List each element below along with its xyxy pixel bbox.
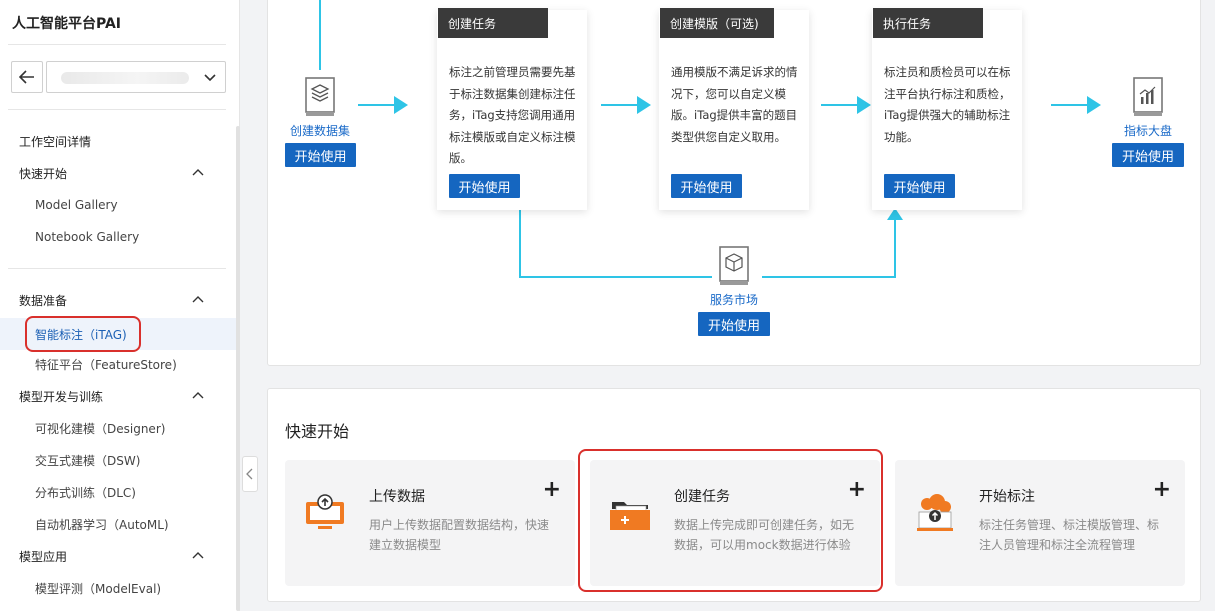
sidebar-item-label: Notebook Gallery — [35, 230, 140, 244]
node-label-dashboard[interactable]: 指标大盘 — [1124, 124, 1173, 138]
sidebar-item-modeleval[interactable]: 模型评测（ModelEval) — [0, 573, 238, 603]
flow-connector — [601, 104, 639, 106]
sidebar-item-label: 特征平台（FeatureStore) — [35, 357, 177, 372]
package-icon — [719, 246, 749, 285]
step-title: 创建任务 — [438, 8, 548, 38]
app-title: 人工智能平台PAI — [12, 16, 122, 32]
highlight-annotation — [578, 449, 883, 592]
divider — [8, 109, 226, 110]
sidebar-group-quick-start[interactable]: 快速开始 — [0, 158, 238, 188]
sidebar-item-dsw[interactable]: 交互式建模（DSW) — [0, 445, 238, 475]
plus-icon[interactable]: + — [1152, 477, 1171, 502]
sidebar-item-featurestore[interactable]: 特征平台（FeatureStore) — [0, 349, 238, 379]
arrow-right-icon — [394, 96, 408, 114]
sidebar-item-label: Model Gallery — [35, 198, 118, 212]
highlight-annotation — [25, 316, 141, 352]
sidebar-item-label: 模型评测（ModelEval) — [35, 581, 162, 596]
plus-icon[interactable]: + — [847, 477, 866, 502]
cloud-upload-icon — [917, 494, 953, 531]
quick-start-item-desc: 数据上传完成即可创建任务，如无数据，可以用mock数据进行体验 — [674, 518, 855, 552]
flow-connector — [519, 200, 521, 277]
sidebar-item-label: 交互式建模（DSW) — [35, 453, 141, 468]
flow-connector — [821, 104, 859, 106]
divider — [8, 44, 226, 45]
arrow-up-icon — [887, 208, 903, 220]
step-description: 通用模版不满足诉求的情况下，您可以自定义模版。iTag提供丰富的题目类型供您自定… — [671, 65, 798, 144]
sidebar-group-data-prep[interactable]: 数据准备 — [0, 285, 238, 315]
start-button-create-task[interactable]: 开始使用 — [449, 174, 520, 198]
sidebar-item-automl[interactable]: 自动机器学习（AutoML) — [0, 509, 238, 539]
step-title: 创建模版（可选) — [660, 8, 774, 38]
workspace-select[interactable] — [46, 61, 226, 93]
start-button-dataset[interactable]: 开始使用 — [285, 143, 356, 167]
quick-start-item-title: 上传数据 — [369, 489, 425, 505]
arrow-right-icon — [637, 96, 651, 114]
flow-connector — [319, 0, 321, 70]
node-label-dataset[interactable]: 创建数据集 — [290, 124, 351, 138]
flow-connector — [519, 276, 712, 278]
sidebar-item-label: 可视化建模（Designer) — [35, 421, 166, 436]
flow-connector — [1051, 104, 1089, 106]
sidebar-item-model-gallery[interactable]: Model Gallery — [0, 190, 238, 220]
sidebar-item-label: 工作空间详情 — [19, 134, 92, 149]
quick-start-card: 快速开始 上传数据 用户上传数据配置数据结构，快速建立数据模型 + 创建任务 数… — [267, 388, 1201, 602]
quick-start-item-title: 创建任务 — [674, 489, 730, 505]
plus-icon[interactable]: + — [542, 477, 561, 502]
quick-start-upload-data[interactable]: 上传数据 用户上传数据配置数据结构，快速建立数据模型 + — [285, 460, 575, 586]
divider — [8, 268, 226, 269]
chevron-left-icon — [246, 468, 253, 480]
dashboard-icon — [1133, 77, 1163, 116]
sidebar-item-dlc[interactable]: 分布式训练（DLC) — [0, 477, 238, 507]
sidebar-group-model-dev[interactable]: 模型开发与训练 — [0, 381, 238, 411]
sidebar-item-designer[interactable]: 可视化建模（Designer) — [0, 413, 238, 443]
step-description: 标注员和质检员可以在标注平台执行标注和质检，iTag提供强大的辅助标注功能。 — [884, 65, 1011, 144]
sidebar: 人工智能平台PAI 工作空间详情 快速开始 Model Gallery Note… — [0, 0, 240, 611]
sidebar-item-label: 智能标注（iTAG) — [35, 327, 127, 342]
flow-connector — [894, 218, 896, 278]
start-button-execute-task[interactable]: 开始使用 — [884, 174, 955, 198]
flow-connector — [762, 276, 895, 278]
sidebar-item-itag[interactable]: 智能标注（iTAG) — [0, 318, 238, 350]
chevron-down-icon — [204, 74, 216, 82]
chevron-up-icon — [192, 552, 204, 559]
start-button-create-template[interactable]: 开始使用 — [671, 174, 742, 198]
sidebar-group-model-app[interactable]: 模型应用 — [0, 541, 238, 571]
chevron-up-icon — [192, 392, 204, 399]
start-button-dashboard[interactable]: 开始使用 — [1112, 143, 1184, 167]
back-button[interactable] — [11, 61, 43, 93]
quick-start-start-labeling[interactable]: 开始标注 标注任务管理、标注模版管理、标注人员管理和标注全流程管理 + — [895, 460, 1185, 586]
start-button-market[interactable]: 开始使用 — [698, 312, 770, 336]
sidebar-item-label: 分布式训练（DLC) — [35, 485, 136, 500]
workspace-name-redacted — [61, 72, 189, 84]
quick-start-item-desc: 标注任务管理、标注模版管理、标注人员管理和标注全流程管理 — [979, 518, 1160, 552]
chevron-up-icon — [192, 296, 204, 303]
sidebar-collapse-button[interactable] — [242, 456, 258, 492]
section-title: 快速开始 — [285, 422, 350, 441]
sidebar-item-label: 模型开发与训练 — [19, 389, 104, 404]
sidebar-item-label: 数据准备 — [19, 293, 68, 308]
quick-start-item-title: 开始标注 — [979, 489, 1035, 505]
folder-add-icon — [610, 502, 650, 530]
quick-start-create-task[interactable]: 创建任务 数据上传完成即可创建任务，如无数据，可以用mock数据进行体验 + — [590, 460, 880, 586]
upload-monitor-icon — [306, 494, 344, 529]
workspace-row — [11, 61, 226, 93]
sidebar-item-label: 快速开始 — [19, 166, 68, 181]
step-card-execute-task: 执行任务 标注员和质检员可以在标注平台执行标注和质检，iTag提供强大的辅助标注… — [872, 8, 1022, 210]
sidebar-item-label: 自动机器学习（AutoML) — [35, 517, 169, 532]
step-description: 标注之前管理员需要先基于标注数据集创建标注任务，iTag支持您调用通用标注模版或… — [449, 65, 576, 165]
dataset-icon — [305, 77, 335, 116]
sidebar-scrollbar[interactable] — [236, 126, 240, 611]
quick-start-item-desc: 用户上传数据配置数据结构，快速建立数据模型 — [369, 518, 550, 552]
flow-connector — [358, 104, 396, 106]
step-title: 执行任务 — [873, 8, 983, 38]
sidebar-item-workspace-details[interactable]: 工作空间详情 — [0, 126, 238, 156]
arrow-left-icon — [19, 70, 34, 84]
sidebar-item-label: 模型应用 — [19, 549, 68, 564]
arrow-right-icon — [1087, 96, 1101, 114]
chevron-up-icon — [192, 169, 204, 176]
node-label-market[interactable]: 服务市场 — [710, 293, 759, 307]
sidebar-item-notebook-gallery[interactable]: Notebook Gallery — [0, 222, 238, 252]
arrow-right-icon — [857, 96, 871, 114]
